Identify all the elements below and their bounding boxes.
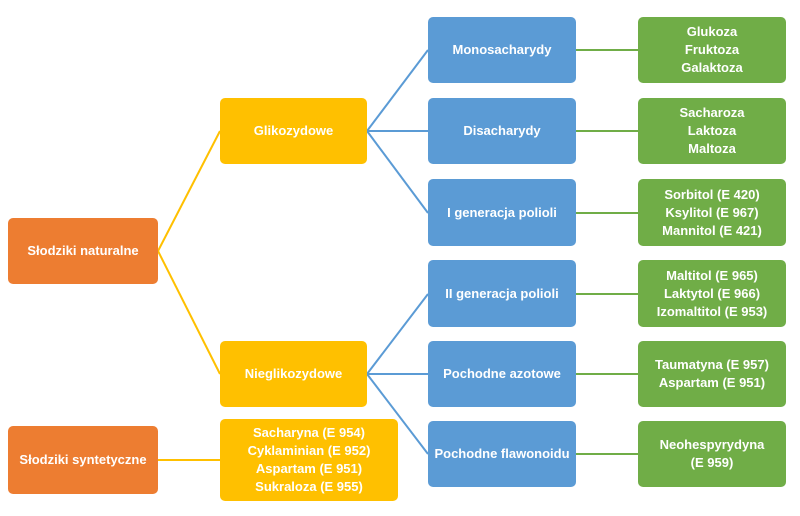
example-item: Laktoza <box>687 123 737 138</box>
example-item: Fruktoza <box>684 42 740 57</box>
node-label: Pochodne flawonoidu <box>434 446 570 461</box>
synthetic-item: Aspartam (E 951) <box>255 461 363 476</box>
node-examples-disaccharides: Sacharoza Laktoza Maltoza <box>638 98 786 164</box>
node-category-polyols-gen2: II generacja polioli <box>428 260 576 327</box>
example-item: Sorbitol (E 420) <box>664 186 760 202</box>
node-label: I generacja polioli <box>447 204 557 220</box>
synthetic-item: Sacharyna (E 954) <box>252 425 365 440</box>
example-item: Maltitol (E 965) <box>666 267 758 283</box>
node-label: Glikozydowe <box>253 123 334 138</box>
example-item: Sacharoza <box>679 105 745 120</box>
example-item: Maltoza <box>688 141 736 156</box>
node-label: II generacja polioli <box>445 285 559 301</box>
node-examples-polyols-gen1: Sorbitol (E 420) Ksylitol (E 967) Mannit… <box>638 179 786 246</box>
node-glycosidic: Glikozydowe <box>220 98 367 164</box>
node-nonglycosidic: Nieglikozydowe <box>220 341 367 407</box>
example-item: Mannitol (E 421) <box>662 222 762 238</box>
node-label: Słodziki syntetyczne <box>19 452 147 467</box>
example-item: Neohespyrydyna <box>659 437 765 452</box>
node-category-flavonoid-derivatives: Pochodne flawonoidu <box>428 421 576 487</box>
node-synthetic-list: Sacharyna (E 954) Cyklaminian (E 952) As… <box>220 419 398 501</box>
example-item: (E 959) <box>690 455 734 470</box>
synthetic-item: Cyklaminian (E 952) <box>247 443 371 458</box>
example-item: Galaktoza <box>681 60 743 75</box>
node-label: Nieglikozydowe <box>244 366 343 381</box>
node-category-polyols-gen1: I generacja polioli <box>428 179 576 246</box>
node-natural-sweeteners: Słodziki naturalne <box>8 218 158 284</box>
node-examples-polyols-gen2: Maltitol (E 965) Laktytol (E 966) Izomal… <box>638 260 786 327</box>
node-label: Pochodne azotowe <box>443 366 561 381</box>
synthetic-item: Sukraloza (E 955) <box>255 479 363 494</box>
example-item: Laktytol (E 966) <box>663 285 761 301</box>
example-item: Ksylitol (E 967) <box>665 204 759 220</box>
example-item: Aspartam (E 951) <box>658 375 766 390</box>
example-item: Izomaltitol (E 953) <box>656 303 768 319</box>
node-category-nitrogen-derivatives: Pochodne azotowe <box>428 341 576 407</box>
node-examples-flavonoid-derivatives: Neohespyrydyna (E 959) <box>638 421 786 487</box>
node-category-monosaccharides: Monosacharydy <box>428 17 576 83</box>
example-item: Taumatyna (E 957) <box>655 357 769 372</box>
node-examples-monosaccharides: Glukoza Fruktoza Galaktoza <box>638 17 786 83</box>
node-category-disaccharides: Disacharydy <box>428 98 576 164</box>
node-examples-nitrogen-derivatives: Taumatyna (E 957) Aspartam (E 951) <box>638 341 786 407</box>
example-item: Glukoza <box>686 24 738 39</box>
node-label: Monosacharydy <box>452 42 552 57</box>
node-synthetic-sweeteners: Słodziki syntetyczne <box>8 426 158 494</box>
node-label: Słodziki naturalne <box>27 243 139 258</box>
node-label: Disacharydy <box>463 123 541 138</box>
